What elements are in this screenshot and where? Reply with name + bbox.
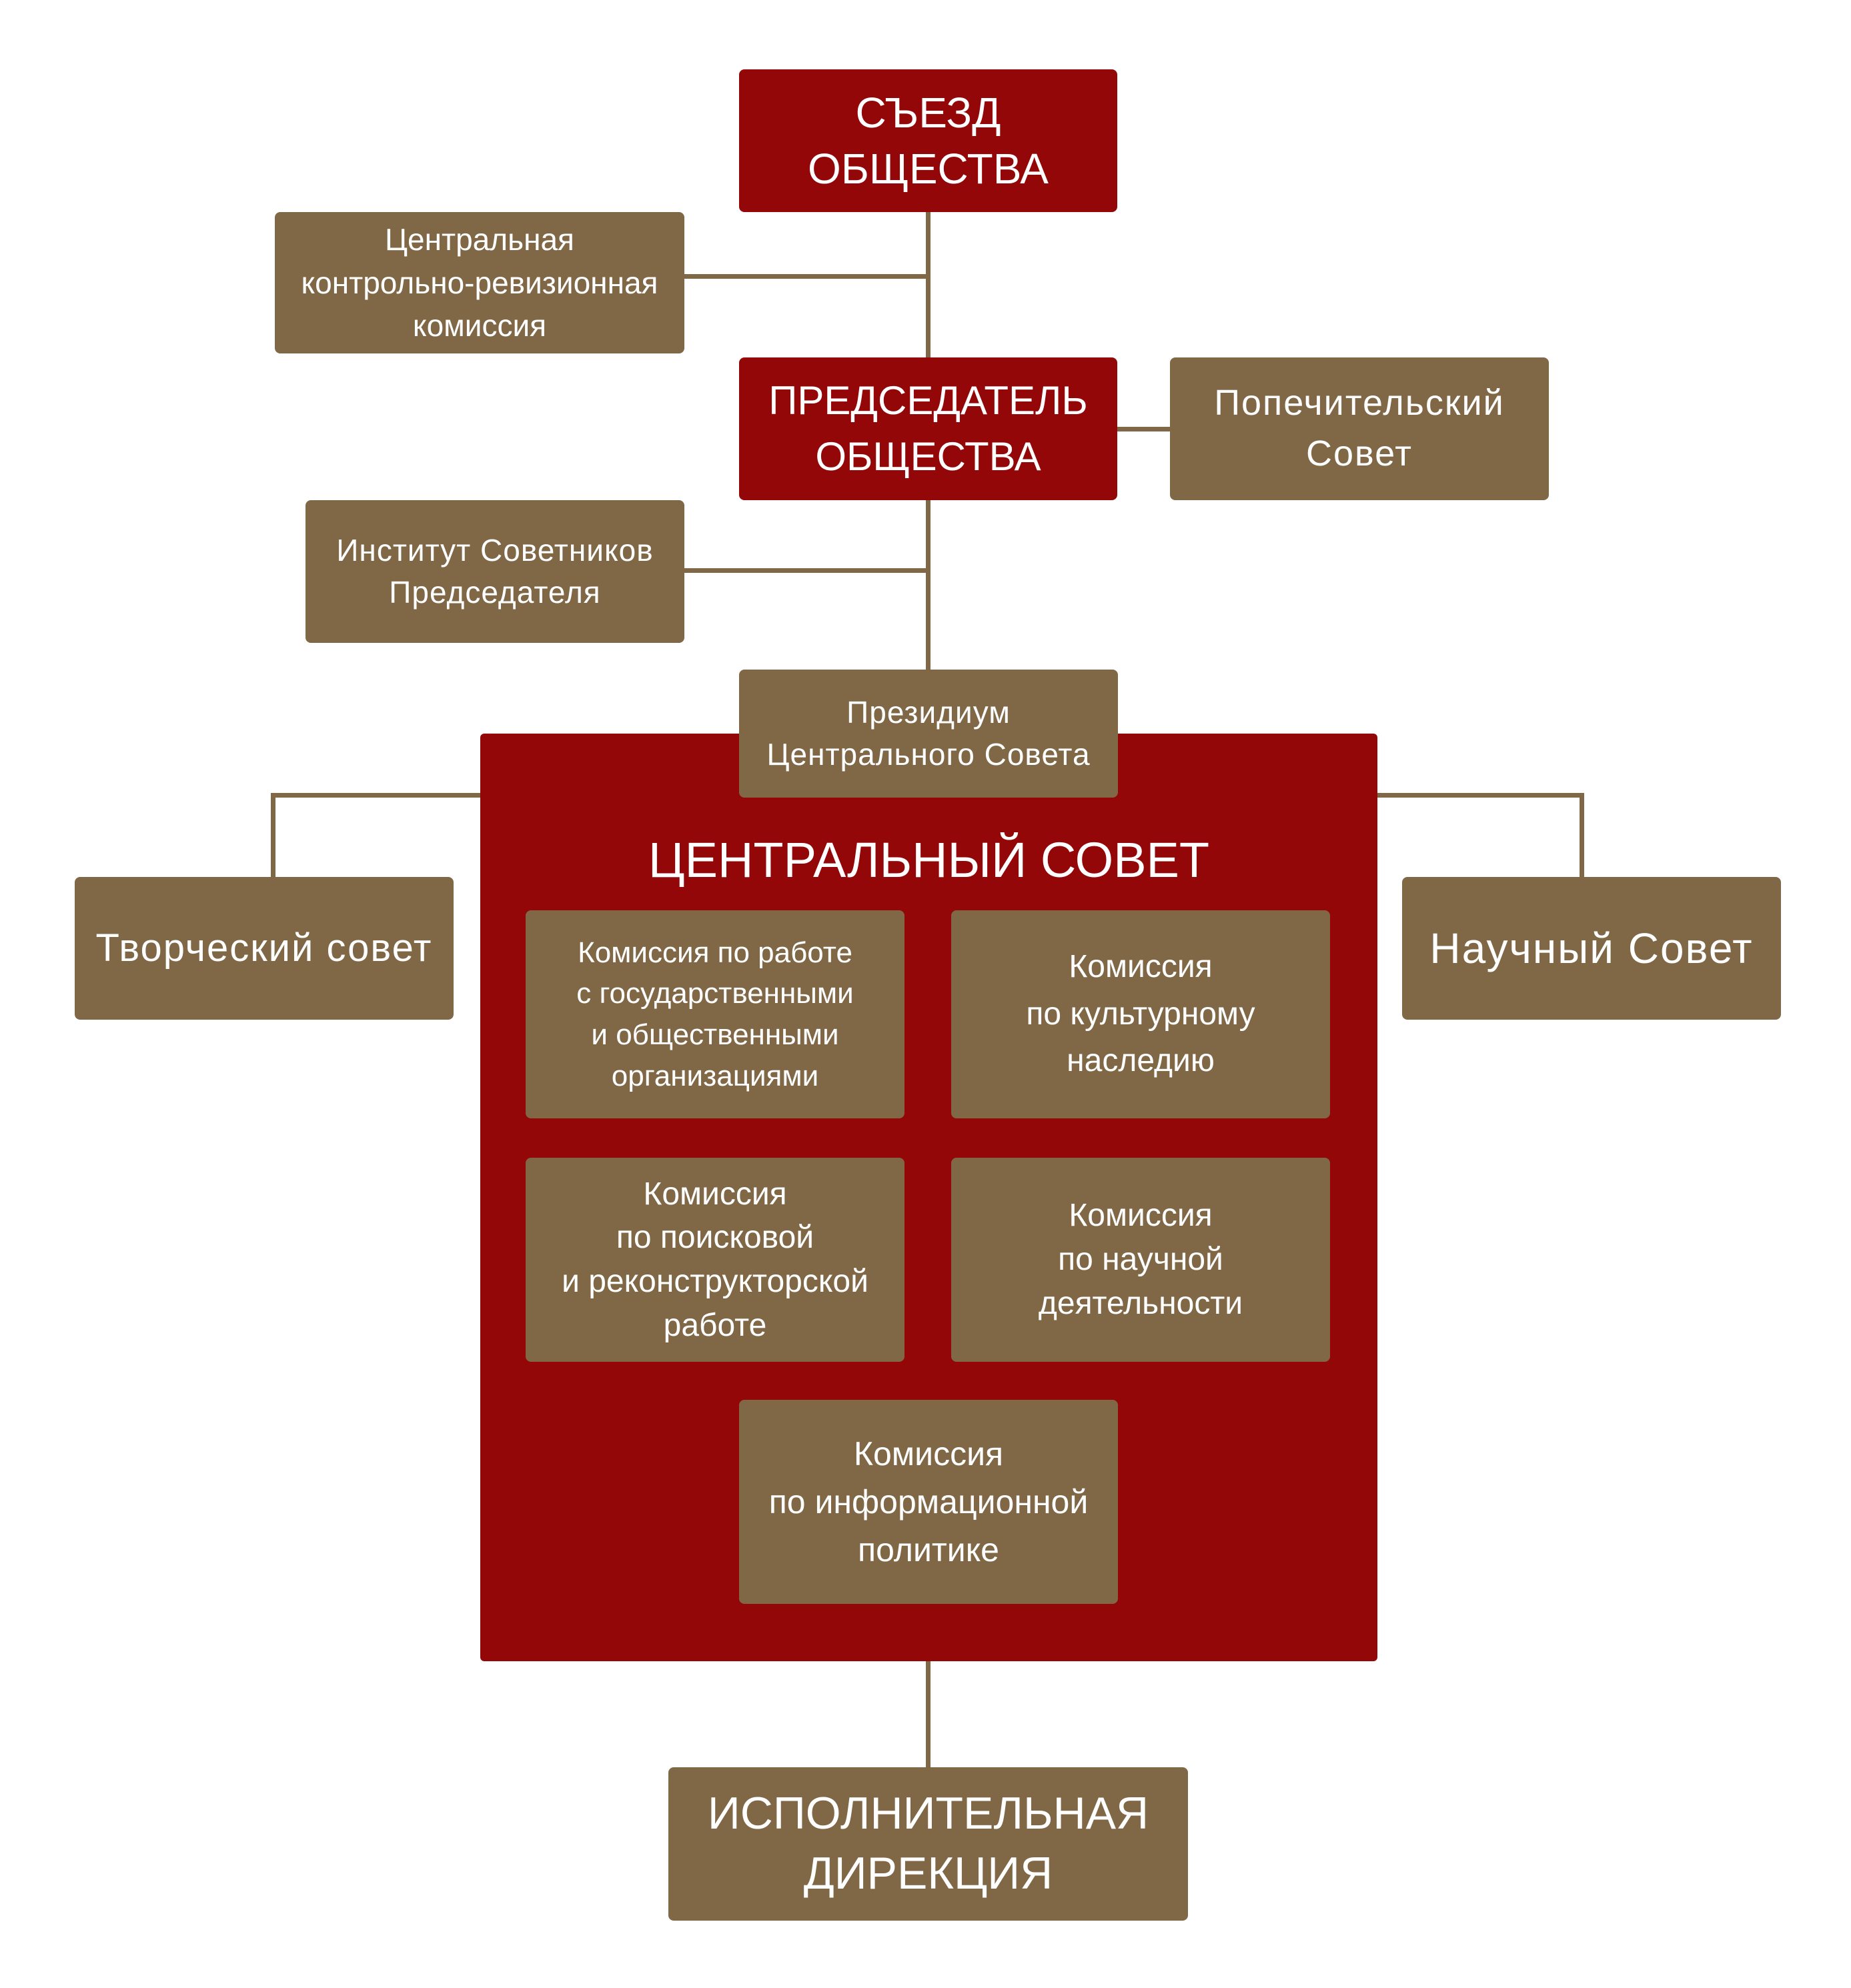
connector-creative-horizontal [271,793,480,798]
scientific-council-box: Научный Совет [1402,877,1781,1020]
commission-state-orgs-box: Комиссия по работе с государственными и … [526,910,904,1118]
institute-of-advisors-box: Институт Советников Председателя [305,500,684,643]
connector-audit-commission [684,274,929,279]
connector-trustees [1117,427,1170,431]
congress-box: СЪЕЗД ОБЩЕСТВА [739,69,1117,212]
connector-council-directorate [926,1661,931,1767]
connector-creative-vertical [271,793,275,877]
connector-congress-chairman [926,212,931,357]
commission-scientific-activity-box: Комиссия по научной деятельности [951,1158,1330,1362]
commission-search-reconstruction-box: Комиссия по поисковой и реконструкторско… [526,1158,904,1362]
creative-council-box: Творческий совет [75,877,454,1020]
central-council-title: ЦЕНТРАЛЬНЫЙ СОВЕТ [648,832,1210,888]
commission-cultural-heritage-box: Комиссия по культурному наследию [951,910,1330,1118]
executive-directorate-box: ИСПОЛНИТЕЛЬНАЯ ДИРЕКЦИЯ [668,1767,1188,1921]
presidium-box: Президиум Центрального Совета [739,670,1118,798]
chairman-box: ПРЕДСЕДАТЕЛЬ ОБЩЕСТВА [739,357,1117,500]
connector-scientific-vertical [1580,793,1584,877]
commission-information-policy-box: Комиссия по информационной политике [739,1400,1118,1604]
connector-advisors [684,568,929,573]
connector-chairman-presidium [926,500,931,670]
board-of-trustees-box: Попечительский Совет [1170,357,1549,500]
central-audit-commission-box: Центральная контрольно-ревизионная комис… [275,212,684,353]
connector-scientific-horizontal [1377,793,1584,798]
